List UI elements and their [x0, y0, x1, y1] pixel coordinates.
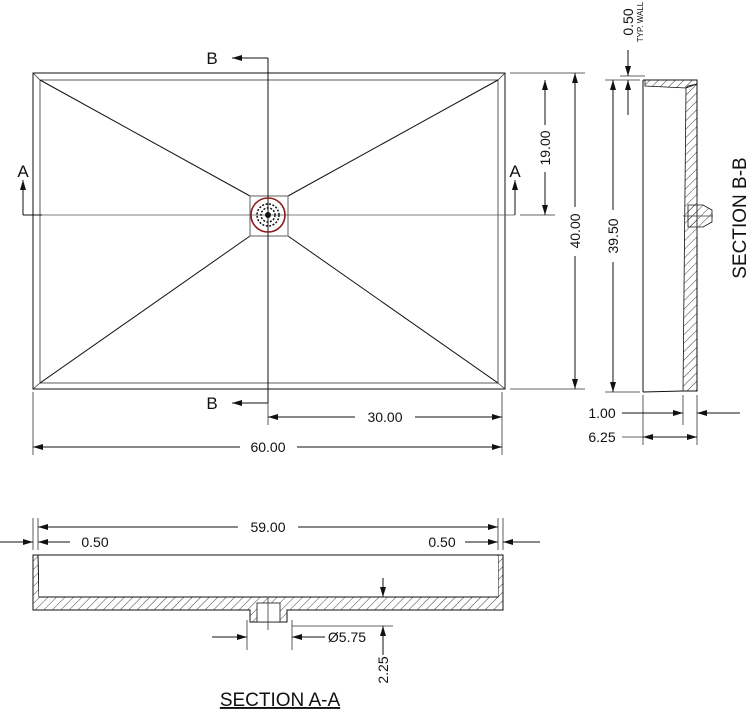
section-mark-b-top: B: [206, 49, 217, 68]
pan-outline: [32, 72, 506, 390]
dim-drain-depth: 2.25: [375, 656, 391, 683]
slope-lines: [39, 79, 499, 384]
dim-drain-diameter: Ø5.75: [328, 629, 366, 645]
dim-6-25: 6.25: [588, 429, 615, 445]
dim-1-00: 1.00: [588, 405, 615, 421]
dim-40: 40.00: [567, 213, 583, 248]
dim-19: 19.00: [537, 130, 553, 165]
dim-wall: 0.50: [620, 8, 636, 35]
dim-30: 30.00: [367, 409, 402, 425]
section-a-title: SECTION A-A: [220, 690, 341, 711]
section-b-view: 39.50 0.50 TYP. WALL 1.00 6.25 SECTION B…: [588, 1, 751, 445]
dim-left-wall: 0.50: [81, 534, 108, 550]
drain-icon: [250, 197, 286, 233]
section-a-view: 59.00 0.50 0.50 Ø5.75 2.25 SECTION A-A: [0, 518, 540, 711]
section-b-title: SECTION B-B: [730, 157, 751, 278]
wall-note: TYP. WALL: [636, 1, 645, 42]
dim-39-50: 39.50: [605, 218, 621, 253]
pan-inner-edge: [39, 79, 499, 384]
dim-59: 59.00: [250, 519, 285, 535]
section-mark-a-left: A: [17, 162, 29, 181]
section-mark-a-right: A: [509, 162, 521, 181]
plan-view: A A B B 19.00 40.00 30.00 60.00: [17, 49, 585, 455]
dim-right-wall: 0.50: [428, 534, 455, 550]
drain-square: [249, 195, 289, 237]
dim-60: 60.00: [250, 439, 285, 455]
section-mark-b-bottom: B: [206, 394, 217, 413]
